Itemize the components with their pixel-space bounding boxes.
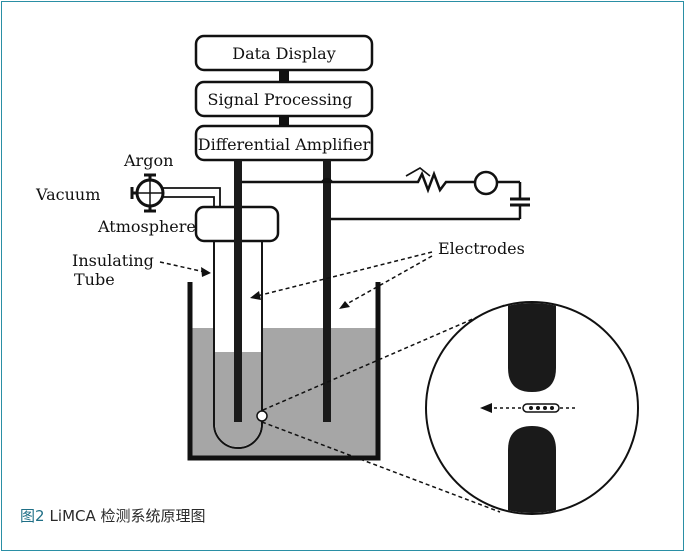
inner-electrode <box>234 160 242 422</box>
outer-electrode <box>323 160 331 422</box>
data-display-label: Data Display <box>232 44 336 63</box>
magnified-orifice-view <box>425 301 639 515</box>
insulating-label: Insulating <box>72 251 154 270</box>
pointer-lines <box>159 251 506 513</box>
figure-caption-text: LiMCA 检测系统原理图 <box>49 507 206 525</box>
atmosphere-label: Atmosphere <box>97 217 196 236</box>
tube-label: Tube <box>74 270 115 289</box>
figure-number: 图2 <box>20 507 45 525</box>
signal-processing-label: Signal Processing <box>208 90 353 109</box>
signal-processing-block: Signal Processing <box>194 80 374 118</box>
orifice-marker <box>256 410 268 422</box>
vacuum-label: Vacuum <box>35 185 100 204</box>
argon-label: Argon <box>123 151 173 170</box>
circuit <box>242 167 530 221</box>
particle-inclusion <box>522 403 560 413</box>
electrodes-label: Electrodes <box>438 239 525 258</box>
differential-amplifier-block: Differential Amplifier <box>194 124 374 162</box>
upper-electrode-tip <box>508 303 556 392</box>
pointer-arrowheads <box>201 267 350 309</box>
data-display-block: Data Display <box>194 34 374 72</box>
differential-amplifier-label: Differential Amplifier <box>198 135 371 154</box>
crucible <box>187 282 381 461</box>
lower-electrode-tip <box>508 426 556 513</box>
argon-valve <box>130 173 221 213</box>
